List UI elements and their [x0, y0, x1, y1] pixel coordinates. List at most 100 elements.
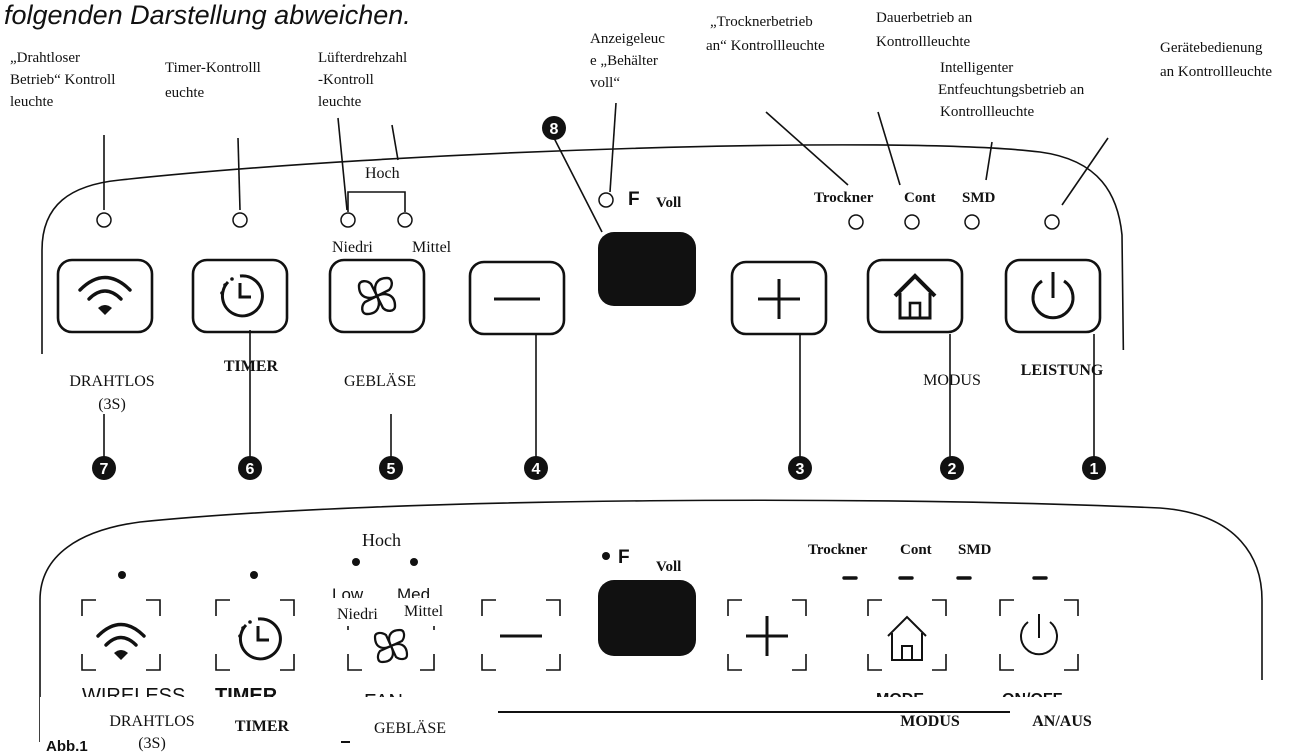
callout-power: Gerätebedienung an Kontrollleuchte — [1160, 40, 1272, 80]
svg-text:Dauerbetrieb an: Dauerbetrieb an — [876, 10, 973, 26]
dryer-label: Trockner — [814, 190, 874, 206]
bottom-fan-label: GEBLÄSE — [374, 719, 446, 737]
fan-high-bracket — [347, 191, 406, 212]
callout-smart: Intelligenter Entfeuchtungsbetrieb an Ko… — [938, 60, 1085, 120]
callout-tank-full: Anzeigeleuc e „Behälter voll“ — [590, 31, 665, 91]
tank-full-led — [598, 192, 614, 208]
heading: folgenden Darstellung abweichen. — [4, 0, 411, 30]
fan-mid-label: Mittel — [412, 239, 452, 256]
svg-text:Timer-Kontrolll: Timer-Kontrolll — [165, 60, 261, 76]
badge-3: 3 — [788, 456, 812, 480]
bottom-power-label: AN/AUS — [1032, 713, 1092, 730]
timer-dot — [250, 571, 258, 579]
home-icon — [893, 273, 937, 320]
power-icon — [1031, 272, 1075, 320]
fan-low-led — [340, 212, 356, 228]
plus-icon — [758, 279, 800, 319]
svg-text:-Kontroll: -Kontroll — [318, 72, 374, 88]
svg-text:voll“: voll“ — [590, 75, 620, 91]
timer-button[interactable] — [191, 258, 289, 334]
fan-low-dot — [352, 558, 360, 566]
wireless-dot — [118, 571, 126, 579]
svg-text:„Drahtloser: „Drahtloser — [10, 50, 80, 66]
bottom-timer-icon — [238, 617, 282, 661]
svg-text:e „Behälter: e „Behälter — [590, 53, 658, 69]
svg-text:4: 4 — [532, 461, 541, 478]
wireless-label: DRAHTLOS — [69, 373, 154, 390]
svg-text:1: 1 — [1090, 461, 1099, 478]
mode-button[interactable] — [866, 258, 964, 334]
fan-button[interactable] — [328, 258, 426, 334]
wifi-icon — [78, 275, 132, 315]
svg-text:Gerätebedienung: Gerätebedienung — [1160, 40, 1263, 56]
callout-fan-speed: Lüfterdrehzahl -Kontroll leuchte — [318, 50, 407, 110]
bottom-plus-button[interactable] — [727, 599, 807, 671]
svg-text:leuchte: leuchte — [10, 94, 54, 110]
dryer-led — [848, 214, 864, 230]
badge-1: 1 — [1082, 456, 1106, 480]
bottom-home-icon — [887, 615, 927, 661]
svg-text:8: 8 — [550, 121, 559, 138]
bottom-timer-button[interactable] — [215, 599, 295, 671]
badge-4: 4 — [524, 456, 548, 480]
svg-text:3: 3 — [796, 461, 805, 478]
bottom-wifi-icon — [96, 622, 146, 660]
fan-label-box — [330, 356, 430, 412]
svg-text:„Trocknerbetrieb: „Trocknerbetrieb — [710, 14, 813, 30]
svg-text:Kontrollleuchte: Kontrollleuchte — [940, 104, 1034, 120]
svg-text:2: 2 — [948, 461, 957, 478]
bottom-mode-label: MODUS — [900, 713, 960, 730]
bottom-fan-button[interactable] — [347, 626, 435, 671]
plus-button[interactable] — [730, 260, 828, 336]
callout-leaders — [103, 102, 1109, 233]
power-led — [1044, 214, 1060, 230]
fan-label: GEBLÄSE — [344, 372, 416, 390]
svg-text:euchte: euchte — [165, 85, 204, 101]
power-label: LEISTUNG — [1021, 362, 1104, 379]
bottom-minus-button[interactable] — [481, 599, 561, 671]
bottom-smd-label: SMD — [958, 542, 992, 558]
bottom-wireless-label: DRAHTLOS — [109, 713, 194, 730]
svg-text:Anzeigeleuc: Anzeigeleuc — [590, 31, 665, 47]
timer-led — [232, 212, 248, 228]
bottom-label-overlay — [40, 697, 1262, 753]
timer-icon — [220, 274, 264, 318]
number-leaders — [103, 330, 1095, 458]
wireless-button[interactable] — [56, 258, 154, 334]
callout-continuous: Dauerbetrieb an Kontrollleuchte — [876, 10, 973, 50]
bottom-mode-button[interactable] — [867, 599, 947, 671]
minus-button[interactable] — [468, 260, 566, 336]
svg-text:Intelligenter: Intelligenter — [940, 60, 1013, 76]
badge-2: 2 — [940, 456, 964, 480]
bottom-high-label: Hoch — [362, 530, 401, 550]
badge-5: 5 — [379, 456, 403, 480]
svg-text:5: 5 — [387, 461, 396, 478]
cont-led — [904, 214, 920, 230]
bottom-full-letter: F — [618, 547, 630, 568]
fan-icon — [357, 276, 397, 316]
top-panel-outline — [41, 144, 1125, 410]
smd-label: SMD — [962, 190, 996, 206]
bottom-low-label: Niedri — [337, 606, 378, 623]
bottom-full-label: Voll — [656, 559, 681, 575]
callout-wireless: „Drahtloser Betrieb“ Kontroll leuchte — [10, 50, 115, 110]
callout-dryer: „Trocknerbetrieb an“ Kontrollleuchte — [706, 14, 825, 54]
svg-text:leuchte: leuchte — [318, 94, 362, 110]
mode-label: MODUS — [923, 372, 981, 389]
svg-text:7: 7 — [100, 461, 109, 478]
svg-text:an Kontrollleuchte: an Kontrollleuchte — [1160, 64, 1272, 80]
bottom-power-button[interactable] — [999, 599, 1079, 671]
badge-8: 8 — [542, 116, 566, 140]
power-button[interactable] — [1004, 258, 1102, 334]
figure-label: Abb.1 — [46, 738, 88, 753]
bottom-fan-icon — [373, 628, 409, 664]
fan-mid-dot — [410, 558, 418, 566]
svg-text:an“ Kontrollleuchte: an“ Kontrollleuchte — [706, 38, 825, 54]
fan-speed-overlay — [330, 598, 454, 626]
timer-label: TIMER — [224, 358, 279, 375]
svg-text:Kontrollleuchte: Kontrollleuchte — [876, 34, 970, 50]
full-letter: F — [628, 189, 640, 210]
svg-text:Lüfterdrehzahl: Lüfterdrehzahl — [318, 50, 407, 66]
bottom-wireless-button[interactable] — [81, 599, 161, 671]
